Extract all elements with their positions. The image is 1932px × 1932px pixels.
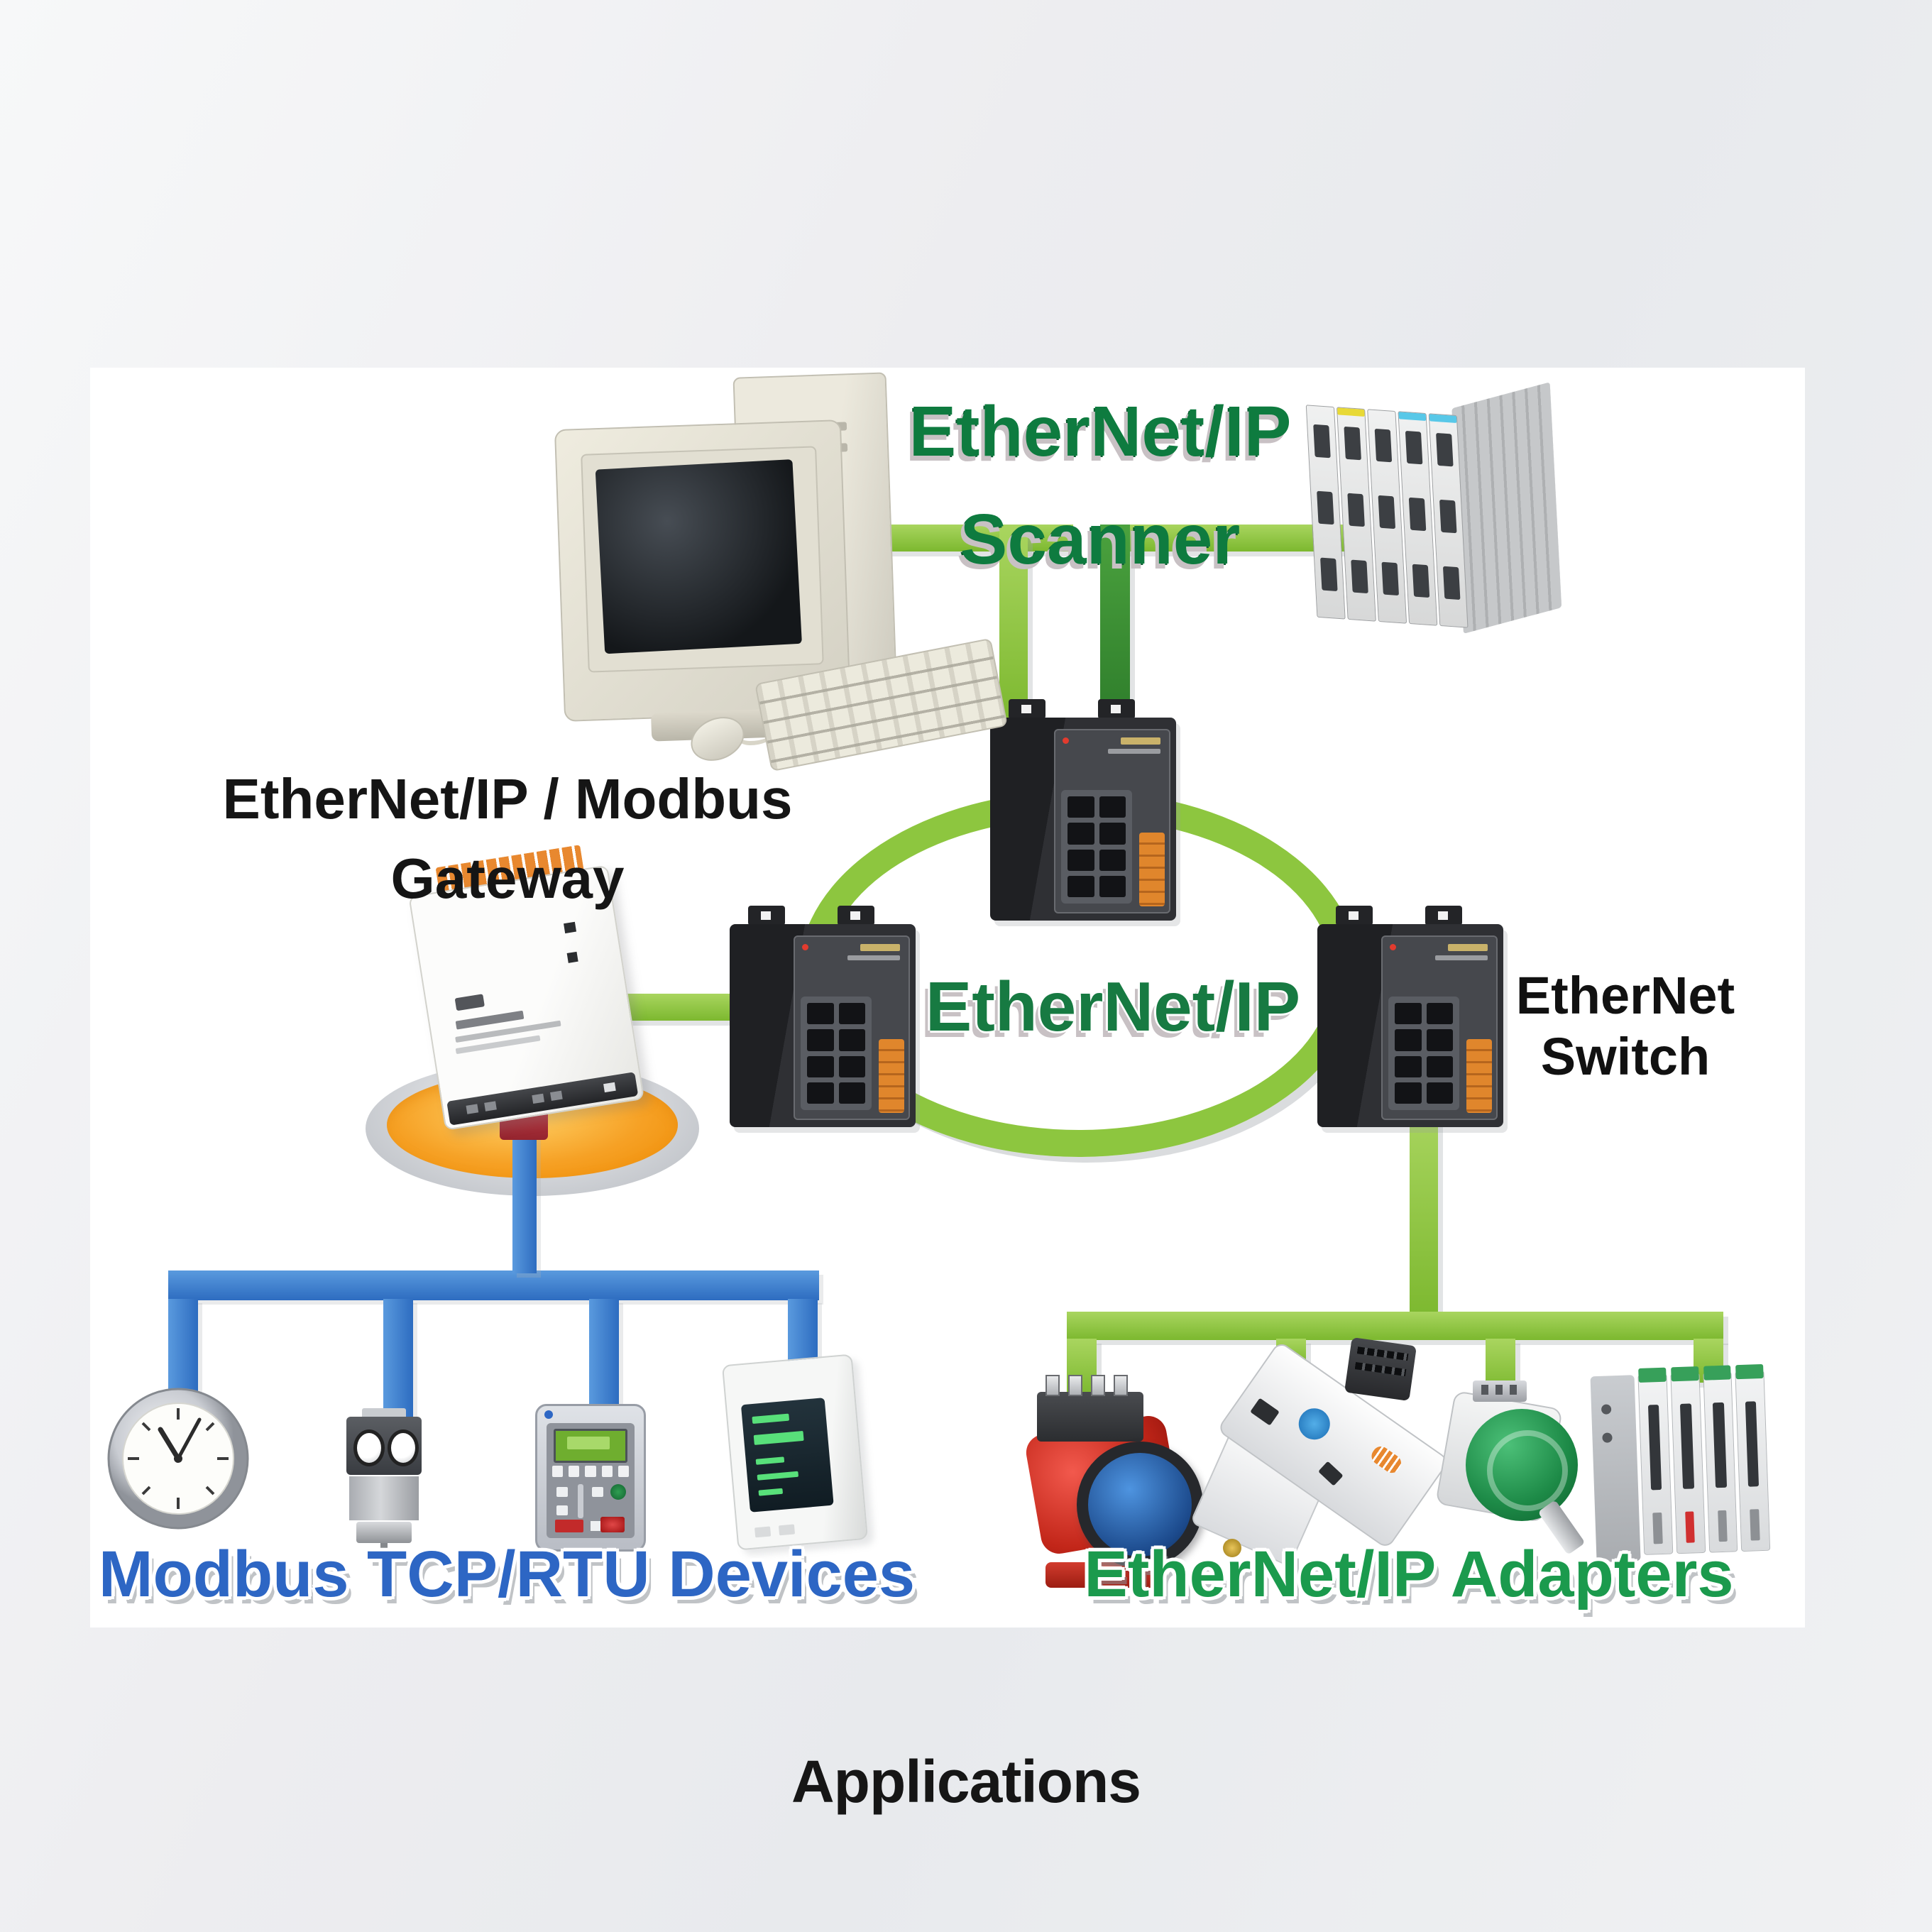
modbus-devices-label: Modbus TCP/RTU Devices [98,1538,916,1610]
din-tab [838,906,874,926]
model-label [1448,944,1488,951]
scanner-title-line1: EtherNet/IP [909,392,1292,471]
din-tab [1009,699,1045,719]
motor-starter-rack-device [1590,1363,1771,1563]
sensor-pin [380,1543,388,1557]
meter-display [740,1398,834,1513]
io-adapter-device [1190,1337,1451,1576]
siren-lens [1077,1442,1203,1568]
sensor-head [346,1417,422,1475]
ethernet-switch-right [1317,906,1503,1127]
controller-panel [547,1423,635,1538]
switch-front-panel [1054,729,1170,913]
switch-label-line1: EtherNet [1515,966,1735,1025]
sensor-body [349,1476,419,1520]
encoder-body [1466,1409,1578,1521]
terminal-block [1139,833,1165,906]
adapter-orange-connector [1368,1443,1405,1476]
switch-front-panel [794,935,910,1120]
gateway-title: EtherNet/IP / Modbus Gateway [188,759,827,918]
photoelectric-sensor-device [346,1408,422,1557]
din-tab [1098,699,1135,719]
adapters-bus [1067,1312,1723,1340]
scanner-title: EtherNet/IP Scanner [852,378,1349,593]
plc-side-panel [1451,382,1562,634]
switch-body [730,924,916,1127]
scanner-title-line2: Scanner [960,500,1241,579]
gateway-logo [454,994,485,1011]
rack-module [1637,1367,1674,1555]
line-switch-to-adapters [1410,1107,1438,1320]
rack-left-module [1590,1375,1641,1563]
cable-down-light [999,525,1028,725]
switch-label: EtherNet Switch [1483,965,1767,1087]
modbus-bus [168,1270,819,1300]
gateway-model-label [455,1010,525,1030]
ring-label: EtherNet/IP [925,967,1301,1045]
clock-device [107,1388,249,1530]
stop-button [600,1517,625,1532]
gateway-led [564,921,577,934]
terminal-block [1466,1039,1492,1113]
din-tab [1336,906,1373,926]
gateway-blue-cable [512,1134,537,1273]
green-button [610,1484,626,1500]
rj45-ports [1388,997,1459,1110]
power-led [1063,737,1069,744]
power-led [1390,944,1396,950]
gateway-title-line2: Gateway [390,847,625,910]
sensor-mount [356,1522,412,1543]
modbus-drop-2 [383,1299,413,1424]
meter-key [754,1526,772,1538]
rack-module [1702,1365,1738,1553]
monitor-screen [595,459,802,654]
cable-down-dark [1100,525,1130,725]
adapter-blue-button [1292,1402,1337,1446]
switch-body [990,718,1176,921]
rack-module [1670,1366,1706,1554]
gateway-led [566,951,578,963]
model-sublabel [1435,955,1488,960]
brand-dot [544,1410,553,1419]
modbus-drop-1 [168,1299,198,1393]
switch-body [1317,924,1503,1127]
page-caption: Applications [791,1748,1141,1815]
mouse-cable [729,701,793,745]
ethernet-switch-top [990,699,1176,921]
encoder-connector [1473,1381,1527,1402]
rotary-encoder-device [1435,1381,1590,1561]
rj45-ports [1061,790,1132,904]
din-tab [748,906,785,926]
slider-slit [578,1484,583,1518]
meter-key [778,1524,796,1536]
ethernet-switch-left [730,906,916,1127]
gateway-bottom-ports [446,1072,639,1126]
model-label [1121,737,1160,745]
adapter-screw [1223,1539,1241,1557]
diagram-panel: EtherNet/IP Scanner EtherNet/IP / Modbus… [90,368,1805,1628]
controller-lcd [554,1429,627,1463]
model-label [860,944,900,951]
adapters-label: EtherNet/IP Adapters [1084,1538,1734,1610]
terminal-block [879,1039,904,1113]
adapter-port-block [1344,1337,1417,1402]
red-buttons [555,1520,583,1532]
panel-meter-device [721,1354,869,1551]
modbus-drop-3 [589,1299,619,1408]
alarm-siren-device [1023,1375,1203,1588]
model-sublabel [1108,749,1160,754]
model-sublabel [847,955,900,960]
gateway-title-line1: EtherNet/IP / Modbus [222,767,793,830]
siren-connector-block [1037,1375,1143,1442]
din-tab [1425,906,1462,926]
line-plc-to-switch [1102,525,1351,551]
switch-label-line2: Switch [1540,1027,1711,1086]
rack-module [1735,1363,1771,1552]
power-led [802,944,808,950]
rj45-ports [801,997,872,1110]
controller-device [535,1404,646,1552]
switch-front-panel [1381,935,1498,1120]
button-row [552,1466,630,1477]
